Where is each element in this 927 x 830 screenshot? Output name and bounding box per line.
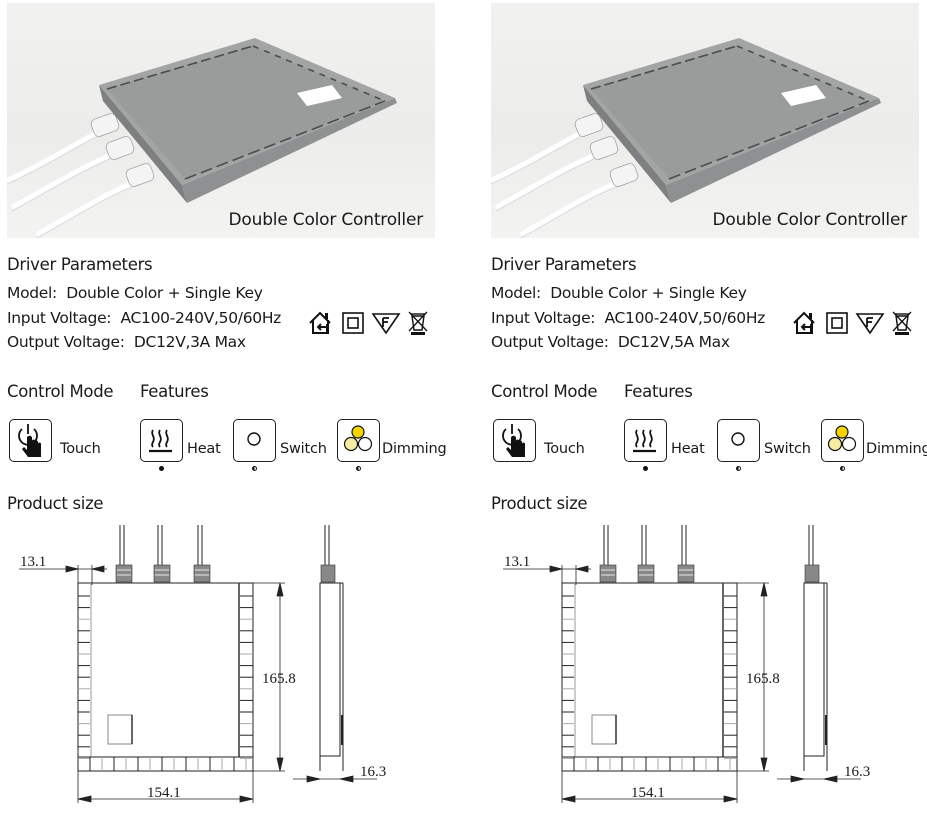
features-title: Features <box>624 382 693 401</box>
cable-connectors <box>115 564 211 583</box>
output-voltage-label: Output Voltage: <box>491 333 609 351</box>
certification-icons <box>791 310 913 336</box>
controller-device-image <box>491 38 881 238</box>
heat-indicator-dot <box>643 466 648 471</box>
model-value: Double Color + Single Key <box>550 284 747 302</box>
output-voltage-label: Output Voltage: <box>7 333 125 351</box>
switch-icon <box>731 432 745 446</box>
f-mark-icon <box>371 313 401 335</box>
model-value: Double Color + Single Key <box>66 284 263 302</box>
input-voltage-label: Input Voltage: <box>491 309 596 327</box>
features-title: Features <box>140 382 209 401</box>
output-voltage-value: DC12V,5A Max <box>617 333 730 351</box>
touch-label: Touch <box>544 441 585 457</box>
weee-bin-icon <box>408 311 428 335</box>
indoor-use-icon <box>793 311 815 334</box>
heat-icon <box>149 429 172 453</box>
photo-caption: Double Color Controller <box>712 210 908 230</box>
dim-offset-label: 13.1 <box>20 554 46 570</box>
double-insulation-icon <box>342 312 364 334</box>
heat-label: Heat <box>187 441 221 457</box>
driver-parameters-title: Driver Parameters <box>491 255 637 274</box>
dimming-icon <box>827 425 857 452</box>
dimming-label: Dimming <box>866 441 927 457</box>
driver-parameters-title: Driver Parameters <box>7 255 153 274</box>
dim-depth-label: 16.3 <box>844 764 870 780</box>
output-voltage-line: Output Voltage: DC12V,3A Max <box>7 333 246 351</box>
control-mode-title: Control Mode <box>7 382 114 401</box>
dim-width-label: 154.1 <box>631 785 665 801</box>
product-photo: Double Color Controller <box>491 3 919 238</box>
product-dimension-drawing: 13.1 165.8 154.1 16.3 <box>503 525 870 803</box>
cable-lines <box>119 525 203 565</box>
side-view-outline <box>319 582 341 757</box>
input-voltage-line: Input Voltage: AC100-240V,50/60Hz <box>7 309 281 327</box>
product-panel-5a: Double Color Controller Driver Parameter… <box>491 0 927 830</box>
certification-icons <box>307 310 429 336</box>
cable-lines <box>603 525 687 565</box>
switch-indicator-dot <box>736 466 741 471</box>
input-voltage-value: AC100-240V,50/60Hz <box>120 309 282 327</box>
photo-caption: Double Color Controller <box>228 210 424 230</box>
weee-bin-icon <box>892 311 912 335</box>
touch-power-icon <box>502 424 525 457</box>
touch-label: Touch <box>60 441 101 457</box>
cable-connectors <box>599 564 695 583</box>
f-mark-icon <box>855 313 885 335</box>
heat-indicator-dot <box>159 466 164 471</box>
dim-depth-label: 16.3 <box>360 764 386 780</box>
dimming-icon <box>343 425 373 452</box>
product-dimension-drawing: 13.1 165.8 154.1 16.3 <box>19 525 386 803</box>
dimming-label: Dimming <box>382 441 447 457</box>
switch-label: Switch <box>764 441 811 457</box>
heat-label: Heat <box>671 441 705 457</box>
switch-indicator-dot <box>252 466 257 471</box>
dimming-indicator-dot <box>840 466 845 471</box>
product-panel-3a: Double Color Controller Driver Parameter… <box>7 0 452 830</box>
input-voltage-line: Input Voltage: AC100-240V,50/60Hz <box>491 309 765 327</box>
control-mode-title: Control Mode <box>491 382 598 401</box>
front-view-outline <box>561 582 738 772</box>
model-label: Model: <box>7 284 57 302</box>
input-voltage-label: Input Voltage: <box>7 309 112 327</box>
dim-height-label: 165.8 <box>746 671 780 687</box>
output-voltage-value: DC12V,3A Max <box>133 333 246 351</box>
switch-icon <box>247 432 261 446</box>
indoor-use-icon <box>309 311 331 334</box>
input-voltage-value: AC100-240V,50/60Hz <box>604 309 766 327</box>
dim-width-label: 154.1 <box>147 785 181 801</box>
touch-power-icon <box>18 424 41 457</box>
output-voltage-line: Output Voltage: DC12V,5A Max <box>491 333 730 351</box>
switch-label: Switch <box>280 441 327 457</box>
side-view-outline <box>803 582 825 757</box>
dimming-indicator-dot <box>356 466 361 471</box>
model-label: Model: <box>491 284 541 302</box>
double-insulation-icon <box>826 312 848 334</box>
dim-height-label: 165.8 <box>262 671 296 687</box>
heat-icon <box>633 429 656 453</box>
dim-offset-label: 13.1 <box>504 554 530 570</box>
model-line: Model: Double Color + Single Key <box>491 284 747 302</box>
product-size-title: Product size <box>7 494 104 513</box>
controller-device-image <box>7 38 397 238</box>
product-size-title: Product size <box>491 494 588 513</box>
model-line: Model: Double Color + Single Key <box>7 284 263 302</box>
front-view-outline <box>77 582 254 772</box>
product-photo: Double Color Controller <box>7 3 435 238</box>
